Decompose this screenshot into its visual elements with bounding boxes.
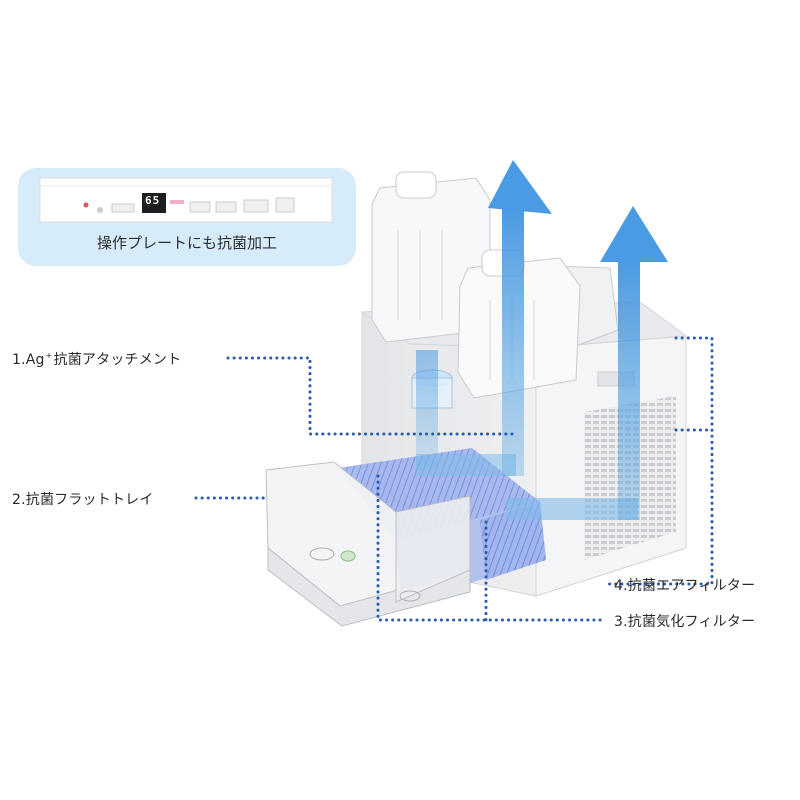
control-panel-callout (18, 168, 356, 266)
leader-line-vaporizing (376, 474, 606, 622)
label-ag-attachment: 1.Ag+抗菌アタッチメント (12, 351, 182, 368)
airflow-arrow-left (416, 160, 552, 476)
label-flat-tray: 2.抗菌フラットトレイ (12, 492, 154, 508)
lcd-display (142, 193, 166, 213)
lcd-value: 65 (145, 194, 161, 207)
leader-lines (194, 336, 714, 622)
control-panel-caption: 操作プレートにも抗菌加工 (96, 234, 277, 252)
leader-line-air-filter (602, 336, 714, 586)
label-vaporizing-filter: 3.抗菌気化フィルター (614, 614, 756, 630)
flat-tray (265, 461, 471, 627)
label-air-filter: 4.抗菌エアフィルター (614, 578, 756, 594)
airflow-arrow-right (506, 206, 668, 520)
power-led (83, 202, 89, 208)
